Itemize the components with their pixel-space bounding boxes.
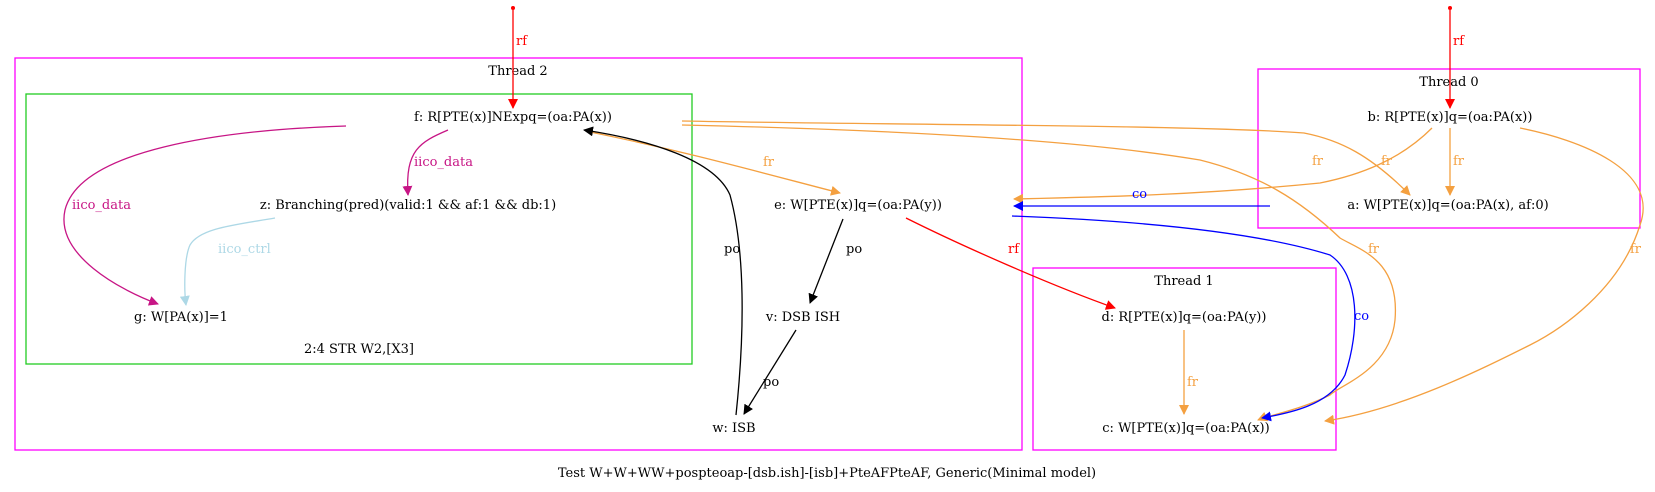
cluster-instr-title: 2:4 STR W2,[X3] xyxy=(304,342,414,357)
edge-label-fr-bc: fr xyxy=(1630,242,1642,257)
node-b: b: R[PTE(x)]q=(oa:PA(x)) xyxy=(1368,110,1533,125)
cluster-thread1-title: Thread 1 xyxy=(1154,274,1213,289)
edge-label-fr-fa: fr xyxy=(1312,154,1324,169)
node-e: e: W[PTE(x)]q=(oa:PA(y)) xyxy=(774,198,942,213)
cluster-thread0 xyxy=(1257,68,1641,229)
edge-label-fr-ba: fr xyxy=(1453,154,1465,169)
edge-co-e-c xyxy=(1011,215,1356,422)
cluster-instr xyxy=(25,93,693,365)
cluster-thread2 xyxy=(14,57,1023,451)
edge-fr-f-c xyxy=(681,124,1396,422)
edge-label-iico-data-fz: iico_data xyxy=(414,155,473,170)
graph-caption: Test W+W+WW+pospteoap-[dsb.ish]-[isb]+Pt… xyxy=(558,466,1096,481)
edge-fr-f-a xyxy=(681,120,1411,196)
node-d: d: R[PTE(x)]q=(oa:PA(y)) xyxy=(1102,310,1267,325)
edge-label-co-ec: co xyxy=(1354,309,1369,324)
edge-label-po-ev: po xyxy=(846,242,862,257)
edge-fr-b-e xyxy=(1013,127,1433,204)
edge-label-po-vw: po xyxy=(763,375,779,390)
edge-label-iico-data-fg: iico_data xyxy=(72,198,131,213)
edge-label-iico-ctrl: iico_ctrl xyxy=(218,242,271,257)
cluster-thread0-title: Thread 0 xyxy=(1419,75,1478,90)
edge-iico-ctrl-z-g xyxy=(179,217,276,306)
node-w: w: ISB xyxy=(712,421,755,436)
edge-po-e-v xyxy=(808,218,844,304)
node-g: g: W[PA(x)]=1 xyxy=(134,310,228,325)
edge-fr-f-e xyxy=(589,131,841,196)
node-v: v: DSB ISH xyxy=(765,310,840,325)
edge-po-w-f xyxy=(583,126,743,416)
node-f: f: R[PTE(x)]NExpq=(oa:PA(x)) xyxy=(414,110,612,125)
edge-iico-data-f-g xyxy=(63,125,347,306)
edge-rf-e-d xyxy=(905,217,1116,310)
edge-po-v-w xyxy=(743,329,797,415)
edge-iico-data-f-z xyxy=(402,129,449,196)
cluster-thread1 xyxy=(1032,267,1337,451)
edge-label-co-ae: co xyxy=(1132,187,1147,202)
edge-label-rf-b: rf xyxy=(1453,34,1465,49)
edge-fr-b-c xyxy=(1324,127,1644,425)
edge-label-fr-fc: fr xyxy=(1368,242,1380,257)
source-dot-b xyxy=(1448,6,1452,10)
node-c: c: W[PTE(x)]q=(oa:PA(x)) xyxy=(1102,421,1269,436)
edge-label-rf-ed: rf xyxy=(1008,242,1020,257)
edge-label-fr-be: fr xyxy=(1381,154,1393,169)
edge-label-po-wf: po xyxy=(724,242,740,257)
node-z: z: Branching(pred)(valid:1 && af:1 && db… xyxy=(260,198,556,213)
cluster-thread2-title: Thread 2 xyxy=(488,64,547,79)
edge-label-fr-fe: fr xyxy=(763,155,775,170)
edge-label-fr-dc: fr xyxy=(1187,375,1199,390)
source-dot-f xyxy=(511,6,515,10)
node-a: a: W[PTE(x)]q=(oa:PA(x), af:0) xyxy=(1347,198,1548,213)
edge-label-rf-f: rf xyxy=(516,34,528,49)
